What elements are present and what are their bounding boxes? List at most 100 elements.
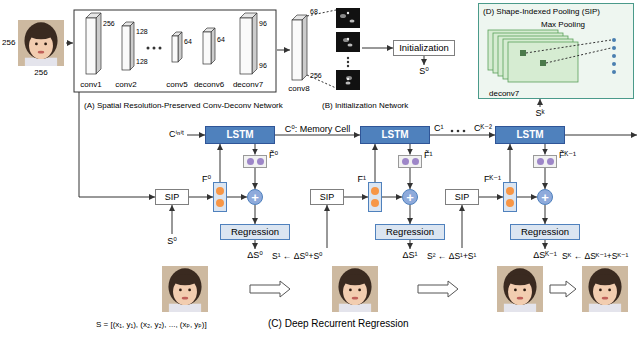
flow-arrow	[424, 56, 425, 65]
connector	[275, 135, 360, 136]
face-photo	[497, 266, 543, 312]
annotation: 256	[2, 38, 15, 47]
node-label: Initialization	[399, 43, 449, 54]
feature-unit	[402, 158, 409, 165]
node-label: F̃ᴷ⁻¹	[559, 150, 576, 160]
flow-arrow	[565, 135, 637, 136]
annotation: Sᵏ	[535, 108, 544, 118]
layer-slab	[122, 22, 134, 70]
connectors	[189, 135, 545, 224]
panel-caption: (C) Deep Recurrent Regression	[268, 318, 409, 330]
connector	[227, 197, 247, 198]
annotation: 256	[103, 20, 115, 28]
annotation: S² ← ΔS¹+S¹	[427, 252, 476, 262]
ellipsis-dot	[347, 57, 349, 59]
illustration-art	[18, 3, 637, 312]
annotation: conv5	[166, 80, 187, 89]
step-arrow	[418, 281, 458, 297]
annotation: 128	[136, 28, 148, 36]
ellipsis-dot	[451, 130, 454, 133]
annotation: 96	[259, 62, 267, 70]
annotation: Sᴷ ← ΔSᴷ⁻¹+Sᴷ⁻¹	[562, 252, 628, 262]
pool-region	[520, 50, 526, 56]
panel-label: deconv7	[489, 89, 519, 98]
connector	[255, 144, 256, 155]
node-label: SIP	[165, 192, 180, 202]
node-label: Fᴷ⁻¹	[484, 174, 501, 184]
node-label: LSTM	[381, 129, 408, 141]
connector	[517, 197, 537, 198]
pooled-unit	[612, 62, 616, 66]
sum-circle: +	[537, 189, 553, 205]
node-label: F̃¹	[424, 150, 433, 160]
step-arrow	[250, 281, 290, 297]
annotation: S¹ ← ΔS⁰+S⁰	[272, 252, 323, 262]
node-label: F̃⁰	[269, 150, 278, 160]
connector	[410, 168, 411, 190]
feature-unit	[371, 187, 379, 195]
feature-box: F¹	[368, 182, 382, 212]
plus-sign: +	[251, 191, 259, 204]
plus-sign: +	[406, 191, 414, 204]
face-photo	[332, 266, 378, 312]
flow-arrow	[187, 135, 205, 136]
feature-unit	[506, 187, 514, 195]
layer-slab	[292, 15, 307, 80]
ellipsis-dot	[347, 61, 349, 63]
panel-label: Max Pooling	[541, 20, 585, 29]
feature-unit	[412, 158, 419, 165]
flow-arrow	[277, 50, 290, 51]
connector	[430, 135, 495, 136]
annotation: ΔS⁰	[247, 250, 263, 260]
feature-unit	[537, 158, 544, 165]
ellipsis-dot	[347, 65, 349, 67]
face-photo	[162, 266, 208, 312]
pooled-unit	[612, 70, 616, 74]
step-arrow	[550, 281, 576, 297]
connector	[410, 205, 411, 224]
pooled-unit	[612, 38, 616, 42]
ellipsis-dot	[147, 47, 150, 50]
annotation: 64	[184, 38, 192, 46]
sip-panel: (D) Shape-Indexed Pooling (SIP)Max Pooli…	[478, 3, 634, 99]
node-label: SIP	[455, 192, 470, 202]
flow-arrow	[327, 205, 328, 248]
panel-caption: (B) Initialization Network	[322, 101, 408, 110]
connector	[410, 144, 411, 155]
plus-sign: +	[541, 191, 549, 204]
connector	[255, 168, 256, 190]
panel-ground	[478, 3, 634, 99]
network-frame	[74, 10, 276, 92]
feature-unit	[247, 158, 254, 165]
node-label: F¹	[358, 174, 367, 184]
lstm-box: LSTM	[495, 126, 565, 144]
pool-region	[540, 60, 546, 66]
hidden-feature-box: F̃ᴷ⁻¹	[533, 155, 557, 168]
face-photo	[18, 20, 64, 66]
connector	[344, 197, 368, 198]
regression-box: Regression	[375, 224, 445, 240]
annotation: S⁰	[419, 66, 429, 76]
connector	[545, 168, 546, 190]
heatmap-thumb	[336, 32, 360, 52]
connector	[220, 144, 221, 182]
annotation: conv1	[80, 80, 101, 89]
layer-slab	[240, 13, 257, 74]
layer-slab	[172, 32, 182, 62]
annotation: 256	[310, 72, 322, 80]
ellipsis-dot	[457, 130, 460, 133]
annotation: C¹	[434, 123, 444, 133]
node-label: LSTM	[226, 129, 253, 141]
annotation: Cⁱⁿⁱᵗ	[169, 129, 184, 139]
annotation: deconv6	[194, 80, 224, 89]
lstm-box: LSTM	[205, 126, 275, 144]
flow-arrow	[362, 48, 393, 49]
feature-unit	[506, 199, 514, 207]
flow-arrow	[255, 240, 256, 249]
pooling-box: SIP	[155, 189, 189, 205]
node-label: F⁰	[202, 174, 211, 184]
hidden-feature-box: F̃⁰	[243, 155, 267, 168]
node-label: SIP	[320, 192, 335, 202]
node-label: Regression	[231, 227, 279, 238]
